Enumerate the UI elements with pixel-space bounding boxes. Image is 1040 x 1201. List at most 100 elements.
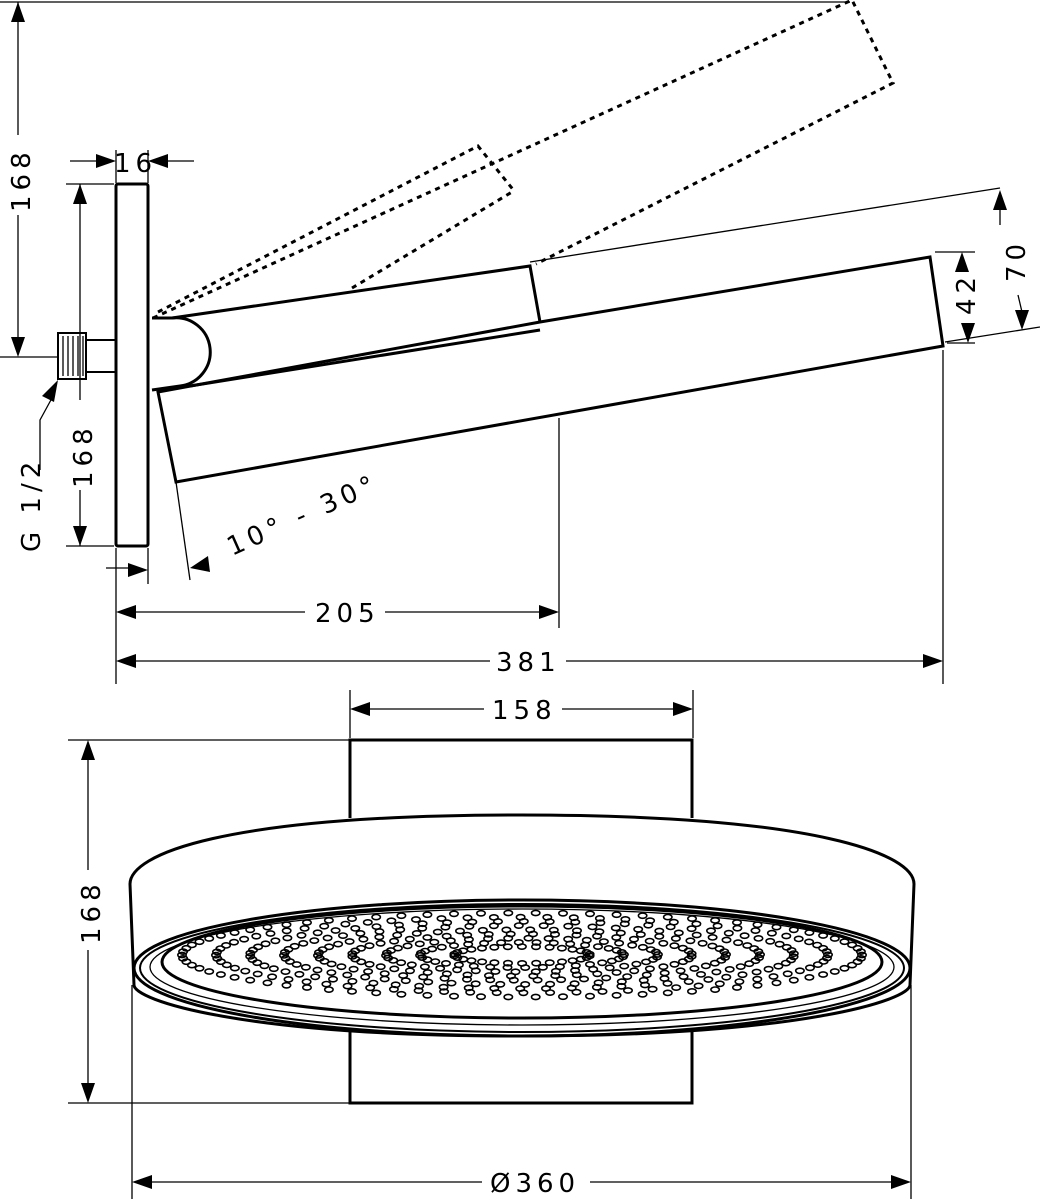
nozzle-hole bbox=[641, 958, 652, 966]
nozzle-hole bbox=[239, 935, 250, 943]
nozzle-hole bbox=[575, 947, 586, 955]
nozzle-hole bbox=[312, 966, 323, 974]
nozzle-hole bbox=[818, 932, 829, 939]
nozzle-hole bbox=[635, 931, 646, 938]
nozzle-hole bbox=[281, 981, 292, 989]
nozzle-hole bbox=[544, 943, 555, 951]
nozzle-hole bbox=[281, 921, 292, 929]
nozzle-hole bbox=[430, 958, 441, 965]
nozzle-hole bbox=[364, 960, 375, 968]
nozzle-hole bbox=[374, 933, 385, 941]
nozzle-hole bbox=[732, 924, 743, 932]
nozzle-hole bbox=[780, 959, 791, 967]
nozzle-hole bbox=[322, 934, 333, 942]
nozzle-hole bbox=[523, 934, 534, 942]
nozzle-hole bbox=[252, 970, 263, 978]
nozzle-hole bbox=[251, 932, 262, 940]
shower-arm bbox=[151, 264, 542, 392]
nozzle-hole bbox=[363, 968, 374, 975]
nozzle-hole bbox=[710, 917, 721, 924]
nozzle-hole bbox=[301, 984, 312, 991]
nozzle-hole bbox=[240, 967, 251, 975]
thread-connector bbox=[57, 332, 117, 380]
nozzle-hole bbox=[454, 927, 465, 935]
nozzle-hole bbox=[475, 909, 486, 917]
nozzle-hole bbox=[278, 952, 289, 959]
nozzle-hole bbox=[475, 993, 486, 1001]
nozzle-hole bbox=[531, 959, 542, 967]
nozzle-hole bbox=[374, 928, 385, 935]
dim-head-height: 70 bbox=[1002, 239, 1032, 282]
nozzle-hole bbox=[734, 978, 745, 985]
nozzle-hole bbox=[520, 981, 531, 988]
nozzle-hole bbox=[531, 939, 542, 946]
nozzle-hole bbox=[502, 964, 513, 971]
nozzle-hole bbox=[683, 978, 694, 985]
nozzle-hole bbox=[545, 980, 556, 988]
nozzle-hole bbox=[611, 991, 622, 999]
nozzle-hole bbox=[422, 934, 433, 941]
nozzle-hole bbox=[342, 971, 353, 979]
dim-flange-thickness: 16 bbox=[114, 149, 157, 179]
nozzle-hole bbox=[476, 944, 487, 952]
nozzle-hole bbox=[410, 916, 421, 923]
nozzle-hole bbox=[804, 929, 815, 936]
nozzle-hole bbox=[281, 927, 292, 935]
nozzle-hole bbox=[300, 963, 311, 971]
nozzle-hole bbox=[587, 923, 598, 931]
nozzle-hole bbox=[386, 917, 397, 925]
nozzle-hole bbox=[419, 963, 430, 971]
nozzle-hole bbox=[364, 942, 375, 950]
nozzle-hole bbox=[440, 960, 451, 967]
nozzle-hole bbox=[280, 968, 291, 975]
nozzle-hole bbox=[212, 955, 223, 962]
nozzle-hole bbox=[502, 943, 513, 951]
nozzle-hole bbox=[611, 969, 622, 976]
nozzle-hole bbox=[735, 963, 746, 970]
nozzle-hole bbox=[691, 920, 702, 928]
nozzle-hole bbox=[253, 943, 264, 951]
nozzle-hole bbox=[259, 962, 270, 970]
nozzle-hole bbox=[804, 974, 815, 981]
nozzle-hole bbox=[289, 942, 300, 950]
nozzle-hole bbox=[347, 977, 358, 985]
nozzle-hole bbox=[414, 982, 425, 990]
nozzle-hole bbox=[671, 984, 682, 991]
nozzle-hole bbox=[245, 953, 256, 960]
nozzle-hole bbox=[326, 969, 337, 976]
shower-head-side bbox=[156, 255, 945, 484]
nozzle-hole bbox=[204, 968, 215, 975]
nozzle-hole bbox=[665, 923, 676, 931]
nozzle-hole bbox=[489, 943, 500, 951]
nozzle-hole bbox=[544, 959, 555, 967]
nozzle-hole bbox=[678, 973, 689, 980]
nozzle-hole bbox=[462, 914, 473, 922]
nozzle-hole bbox=[771, 923, 782, 931]
nozzle-hole bbox=[570, 918, 581, 926]
nozzle-hole bbox=[788, 926, 799, 934]
nozzle-hole bbox=[323, 986, 334, 993]
nozzle-hole bbox=[181, 944, 192, 952]
nozzle-hole bbox=[490, 968, 501, 975]
nozzle-hole bbox=[622, 987, 633, 994]
nozzle-hole bbox=[215, 971, 226, 978]
nozzle-hole bbox=[752, 921, 763, 929]
nozzle-hole bbox=[260, 940, 271, 948]
nozzle-hole bbox=[516, 943, 527, 950]
nozzle-hole bbox=[502, 959, 513, 967]
nozzle-hole bbox=[268, 965, 279, 973]
nozzle-hole bbox=[483, 931, 494, 938]
nozzle-hole bbox=[606, 957, 617, 965]
dim-total-projection: 381 bbox=[496, 648, 561, 678]
nozzle-hole bbox=[686, 988, 697, 995]
nozzle-hole bbox=[703, 976, 714, 983]
nozzle-hole bbox=[765, 937, 776, 945]
nozzle-hole bbox=[510, 968, 521, 976]
nozzle-hole bbox=[556, 944, 567, 952]
wall-plate-front bbox=[348, 738, 694, 1105]
nozzle-hole bbox=[448, 910, 459, 918]
nozzle-hole bbox=[270, 937, 281, 945]
nozzle-hole bbox=[371, 913, 382, 921]
nozzle-hole bbox=[330, 927, 341, 934]
nozzle-hole bbox=[489, 985, 500, 992]
